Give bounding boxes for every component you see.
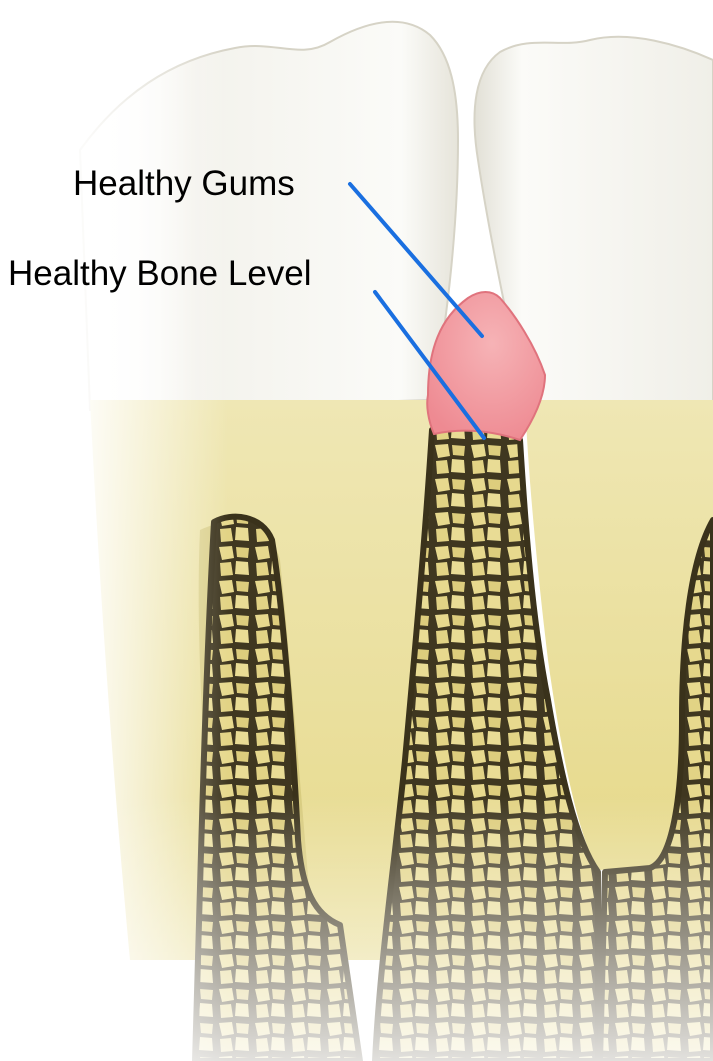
healthy-gums-label: Healthy Gums (73, 166, 295, 201)
healthy-bone-level-label: Healthy Bone Level (8, 256, 312, 291)
